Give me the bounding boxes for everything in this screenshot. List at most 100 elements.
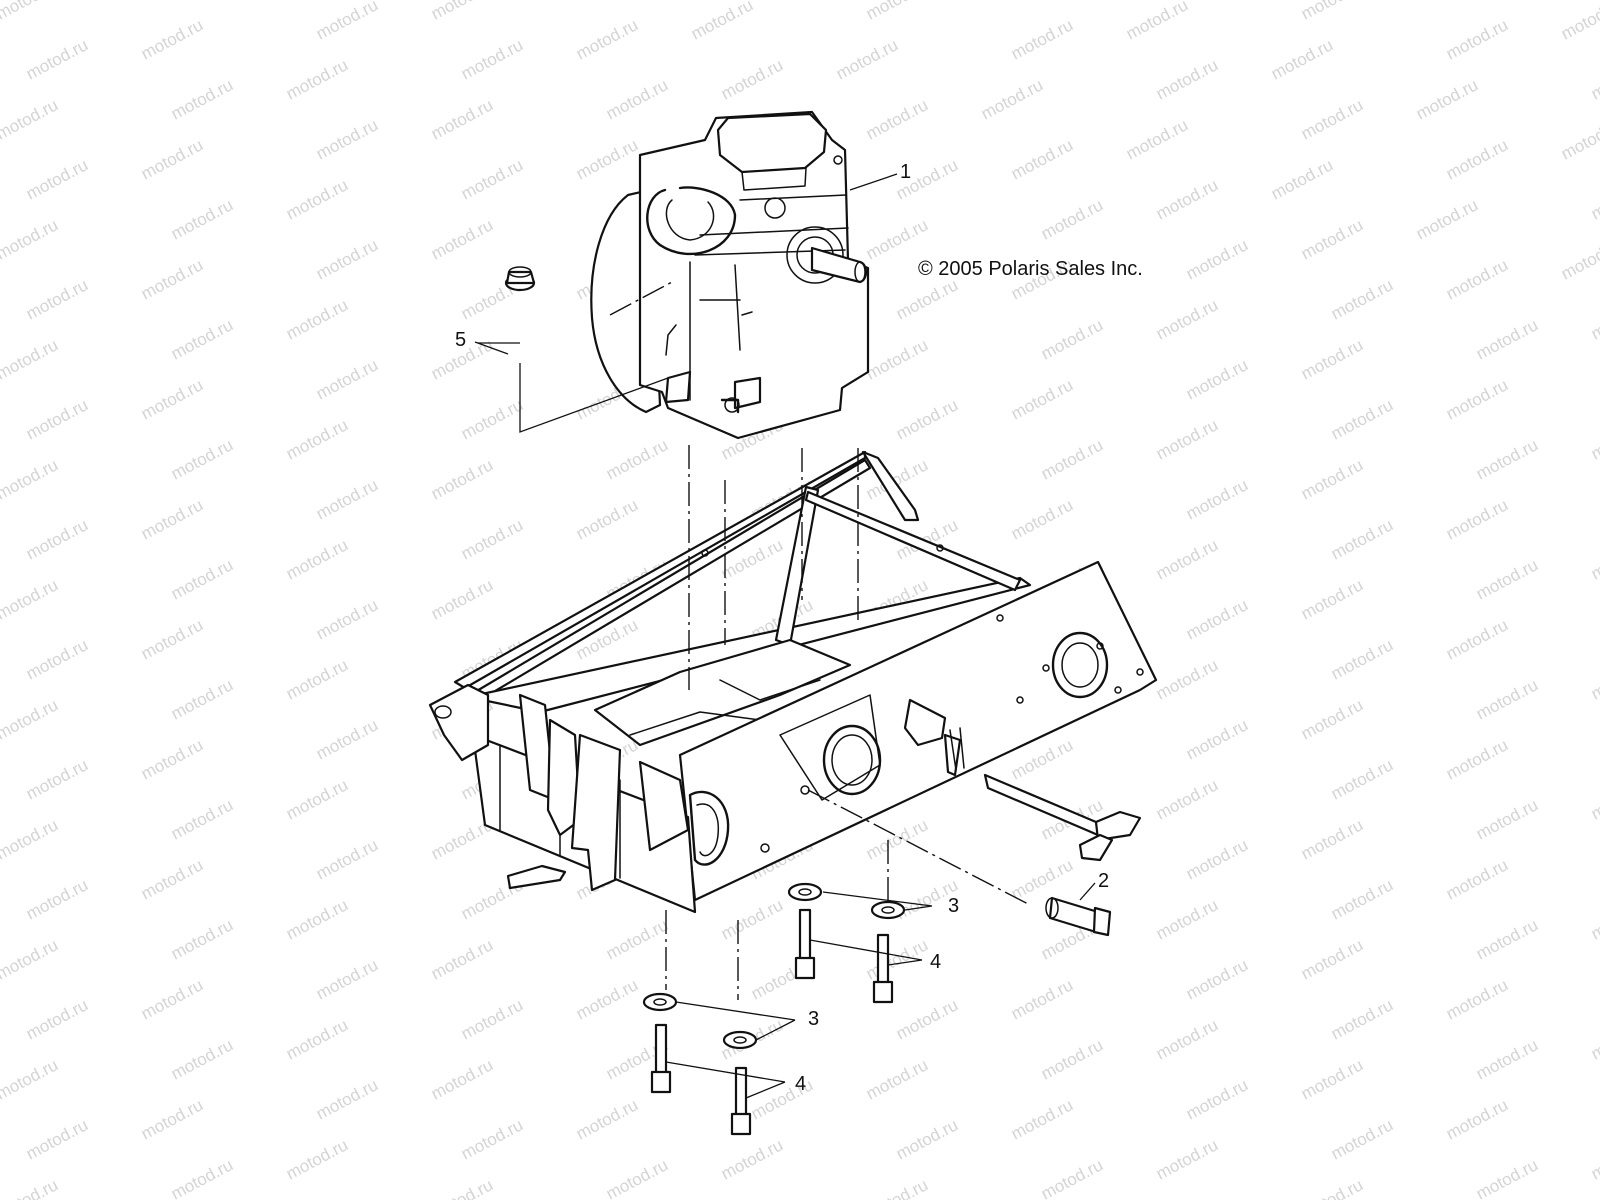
- watermark-text: motod.ru: [1558, 115, 1600, 163]
- watermark-text: motod.ru: [1183, 355, 1251, 403]
- watermark-text: motod.ru: [1413, 195, 1481, 243]
- watermark-text: motod.ru: [1588, 1015, 1600, 1063]
- copyright-notice: © 2005 Polaris Sales Inc.: [918, 258, 1143, 280]
- watermark-text: motod.ru: [1588, 655, 1600, 703]
- watermark-text: motod.ru: [718, 895, 786, 943]
- watermark-text: motod.ru: [0, 1175, 61, 1200]
- watermark-text: motod.ru: [23, 395, 91, 443]
- watermark-text: motod.ru: [603, 1155, 671, 1200]
- watermark-text: motod.ru: [168, 195, 236, 243]
- watermark-text: motod.ru: [1473, 555, 1541, 603]
- watermark-text: motod.ru: [313, 835, 381, 883]
- watermark-text: motod.ru: [1558, 0, 1600, 44]
- watermark-text: motod.ru: [1443, 495, 1511, 543]
- watermark-text: motod.ru: [0, 0, 61, 24]
- watermark-text: motod.ru: [1038, 315, 1106, 363]
- watermark-text: motod.ru: [1473, 315, 1541, 363]
- watermark-text: motod.ru: [138, 975, 206, 1023]
- watermark-text: motod.ru: [1008, 375, 1076, 423]
- watermark-text: motod.ru: [1298, 0, 1366, 24]
- watermark-text: motod.ru: [1473, 435, 1541, 483]
- watermark-text: motod.ru: [863, 1055, 931, 1103]
- watermark-text: motod.ru: [138, 255, 206, 303]
- screws-left-drawing: [650, 1023, 752, 1136]
- watermark-text: motod.ru: [23, 755, 91, 803]
- watermark-text: motod.ru: [1183, 595, 1251, 643]
- watermark-text: motod.ru: [428, 575, 496, 623]
- watermark-text: motod.ru: [1153, 895, 1221, 943]
- watermark-text: motod.ru: [863, 815, 931, 863]
- watermark-text: motod.ru: [543, 0, 611, 4]
- watermark-text: motod.ru: [1443, 375, 1511, 423]
- watermark-text: motod.ru: [23, 515, 91, 563]
- watermark-text: motod.ru: [168, 675, 236, 723]
- watermark-text: motod.ru: [458, 995, 526, 1043]
- watermark-text: motod.ru: [1008, 135, 1076, 183]
- watermark-text: motod.ru: [1153, 55, 1221, 103]
- callout-5: 5: [455, 329, 466, 351]
- watermark-text: motod.ru: [863, 0, 931, 24]
- watermark-text: motod.ru: [603, 915, 671, 963]
- watermark-text: motod.ru: [573, 135, 641, 183]
- watermark-text: motod.ru: [283, 55, 351, 103]
- watermark-text: motod.ru: [283, 535, 351, 583]
- watermark-text: motod.ru: [1298, 815, 1366, 863]
- watermark-text: motod.ru: [1328, 395, 1396, 443]
- watermark-text: motod.ru: [313, 475, 381, 523]
- watermark-text: motod.ru: [1183, 715, 1251, 763]
- watermark-text: motod.ru: [23, 635, 91, 683]
- watermark-text: motod.ru: [603, 435, 671, 483]
- watermark-text: motod.ru: [283, 1135, 351, 1183]
- watermark-text: motod.ru: [1443, 735, 1511, 783]
- watermark-text: motod.ru: [1473, 795, 1541, 843]
- leader-5: [474, 341, 509, 355]
- watermark-text: motod.ru: [168, 1155, 236, 1200]
- watermark-text: motod.ru: [1473, 915, 1541, 963]
- watermark-text: motod.ru: [0, 1055, 61, 1103]
- watermark-text: motod.ru: [23, 875, 91, 923]
- watermark-text: motod.ru: [1413, 75, 1481, 123]
- watermark-text: motod.ru: [573, 975, 641, 1023]
- watermark-text: motod.ru: [718, 55, 786, 103]
- watermark-text: motod.ru: [1153, 535, 1221, 583]
- watermark-text: motod.ru: [748, 1195, 816, 1200]
- watermark-text: motod.ru: [313, 355, 381, 403]
- callout-1: 1: [900, 161, 911, 183]
- watermark-text: motod.ru: [688, 0, 756, 44]
- watermark-text: motod.ru: [283, 295, 351, 343]
- leader-4-right: [809, 939, 923, 966]
- watermark-text: motod.ru: [313, 235, 381, 283]
- watermark-text: motod.ru: [1298, 935, 1366, 983]
- watermark-text: motod.ru: [1183, 475, 1251, 523]
- watermark-text: motod.ru: [313, 1075, 381, 1123]
- engine-mount-frame-drawing: [428, 450, 1158, 914]
- watermark-text: motod.ru: [1588, 295, 1600, 343]
- watermark-text: motod.ru: [1183, 955, 1251, 1003]
- watermark-text: motod.ru: [1183, 835, 1251, 883]
- watermark-text: motod.ru: [428, 1175, 496, 1200]
- callout-3-left: 3: [808, 1008, 819, 1030]
- callout-4-right: 4: [930, 951, 941, 973]
- watermark-text: motod.ru: [1413, 0, 1481, 4]
- watermark-text: motod.ru: [1183, 1075, 1251, 1123]
- watermark-text: motod.ru: [978, 75, 1046, 123]
- watermark-text: motod.ru: [893, 1115, 961, 1163]
- callout-4-left: 4: [795, 1073, 806, 1095]
- watermark-text: motod.ru: [1588, 895, 1600, 943]
- watermark-text: motod.ru: [1473, 675, 1541, 723]
- watermark-text: motod.ru: [1038, 1035, 1106, 1083]
- watermark-text: motod.ru: [863, 215, 931, 263]
- watermark-text: motod.ru: [1298, 1175, 1366, 1200]
- washers-right-drawing: [787, 882, 906, 920]
- watermark-text: motod.ru: [1298, 695, 1366, 743]
- watermark-text: motod.ru: [1298, 215, 1366, 263]
- watermark-text: motod.ru: [1473, 1155, 1541, 1200]
- watermark-text: motod.ru: [1268, 155, 1336, 203]
- watermark-text: motod.ru: [718, 1135, 786, 1183]
- callout-3-right: 3: [948, 895, 959, 917]
- watermark-text: motod.ru: [1038, 195, 1106, 243]
- watermark-text: motod.ru: [313, 715, 381, 763]
- watermark-text: motod.ru: [138, 855, 206, 903]
- watermark-text: motod.ru: [458, 35, 526, 83]
- watermark-text: motod.ru: [138, 375, 206, 423]
